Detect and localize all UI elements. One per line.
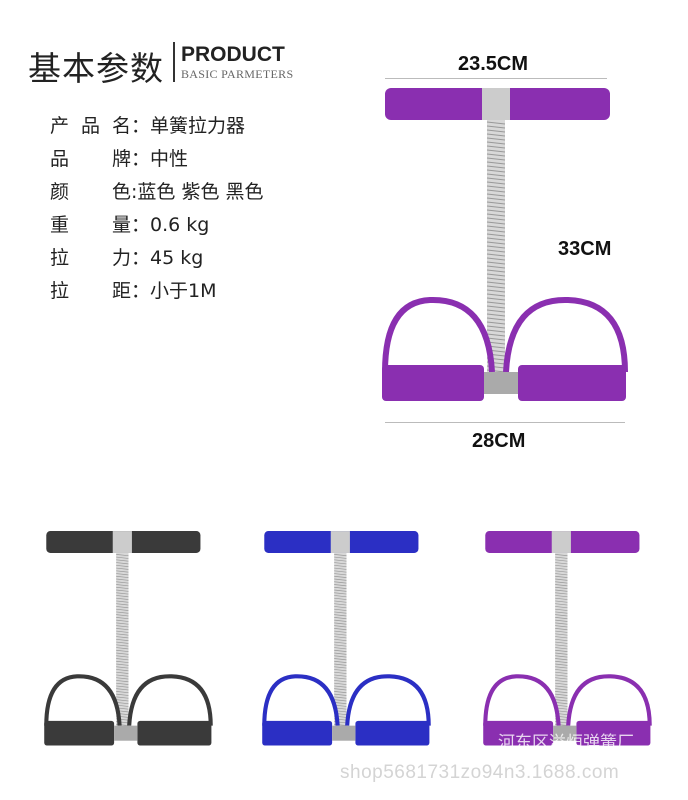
foot-loop-left	[382, 296, 495, 373]
spec-row: 拉力：45 kg	[50, 243, 203, 270]
spec-row: 重量：0.6 kg	[50, 210, 209, 237]
pedal-right	[137, 720, 212, 746]
foot-loop-left	[44, 674, 122, 726]
spec-value: 单簧拉力器	[150, 115, 246, 137]
dimension-line	[385, 78, 607, 79]
product-image-blue	[262, 531, 431, 746]
spec-value: 0.6 kg	[150, 214, 210, 236]
product-image-black	[44, 531, 213, 746]
spec-key: 品牌	[50, 148, 131, 170]
dimension-width-bottom: 28CM	[472, 430, 526, 452]
spec-value: 中性	[150, 148, 189, 170]
pedal-right	[518, 365, 626, 401]
spec-key: 重量	[50, 214, 131, 236]
dimension-width-top: 23.5CM	[458, 53, 529, 75]
foot-loop-right	[566, 674, 652, 726]
pedal-left	[262, 720, 333, 746]
title-divider	[173, 42, 175, 82]
spec-value: 45 kg	[150, 247, 204, 269]
section-title-en: PRODUCT	[181, 43, 285, 66]
foot-loop-right	[127, 674, 213, 726]
spec-row: 产品名：单簧拉力器	[50, 111, 245, 138]
spec-value: 小于1M	[150, 280, 217, 302]
spec-key: 产品名	[50, 115, 131, 137]
spec-key: 颜色	[50, 181, 131, 203]
pedal-right	[355, 720, 430, 746]
section-subtitle: BASIC PARMETERS	[181, 67, 294, 81]
spec-row: 拉距：小于1M	[50, 276, 217, 303]
spec-row: 品牌：中性	[50, 144, 188, 171]
pedal-left	[382, 365, 484, 401]
pedal-left	[483, 720, 554, 746]
spec-key: 拉力	[50, 247, 131, 269]
foot-loop-left	[483, 674, 561, 726]
section-title: 基本参数	[28, 49, 164, 88]
spec-value: 蓝色 紫色 黑色	[137, 181, 264, 203]
spec-row: 颜色:蓝色 紫色 黑色	[50, 177, 264, 204]
foot-loop-left	[262, 674, 340, 726]
product-image-purple	[483, 531, 652, 746]
product-image-main	[382, 88, 628, 401]
watermark-shop-name: 河东区溢烜弹簧厂	[498, 733, 634, 753]
foot-loop-right	[345, 674, 431, 726]
dimension-line	[385, 422, 625, 423]
dimension-height: 33CM	[558, 238, 612, 260]
spec-key: 拉距	[50, 280, 131, 302]
pedal-right	[576, 720, 651, 746]
pedal-left	[44, 720, 115, 746]
watermark-url: shop5681731zo94n3.1688.com	[340, 762, 620, 783]
foot-loop-right	[503, 296, 628, 373]
